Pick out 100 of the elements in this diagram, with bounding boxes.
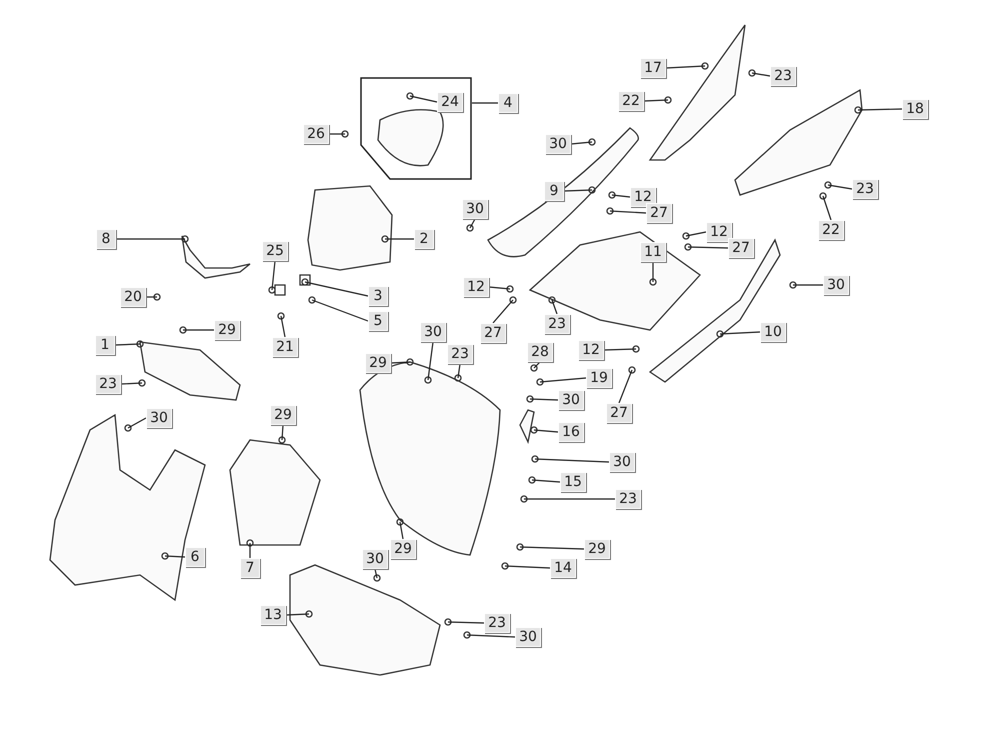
callout-number: 9 bbox=[544, 181, 564, 201]
leader-line bbox=[329, 133, 345, 135]
leader-line bbox=[385, 238, 414, 240]
callout-number: 27 bbox=[646, 203, 672, 223]
callout-number: 12 bbox=[463, 277, 489, 297]
leader-line bbox=[128, 417, 146, 429]
callout-number: 30 bbox=[545, 134, 571, 154]
leader-line bbox=[652, 262, 654, 282]
leader-line bbox=[399, 522, 404, 540]
leader-line bbox=[164, 555, 186, 558]
callout-number: 22 bbox=[818, 220, 844, 240]
callout-number: 29 bbox=[270, 405, 296, 425]
leader-line bbox=[116, 238, 185, 240]
leader-line bbox=[618, 370, 633, 404]
callout-number: 17 bbox=[640, 58, 666, 78]
leader-line bbox=[120, 382, 142, 385]
callout-number: 30 bbox=[558, 390, 584, 410]
callout-number: 30 bbox=[462, 199, 488, 219]
callout-number: 22 bbox=[618, 91, 644, 111]
leader-line bbox=[448, 621, 484, 624]
callout-number: 12 bbox=[578, 340, 604, 360]
leader-line bbox=[720, 331, 760, 335]
leader-line bbox=[146, 296, 157, 298]
callout-number: 23 bbox=[484, 613, 510, 633]
leader-line bbox=[532, 479, 560, 483]
callout-number: 2 bbox=[414, 229, 434, 249]
leader-line bbox=[686, 231, 706, 237]
callout-number: 8 bbox=[96, 229, 116, 249]
leader-line bbox=[410, 95, 438, 103]
callout-number: 29 bbox=[214, 320, 240, 340]
leader-line bbox=[286, 613, 310, 616]
leader-line bbox=[534, 429, 558, 433]
callout-number: 12 bbox=[706, 222, 732, 242]
callout-number: 21 bbox=[272, 337, 298, 357]
leader-line bbox=[858, 108, 902, 111]
callout-number: 18 bbox=[902, 99, 928, 119]
leader-line bbox=[564, 189, 592, 192]
leader-line bbox=[374, 568, 378, 578]
callout-number: 10 bbox=[760, 322, 786, 342]
leader-line bbox=[183, 329, 214, 331]
callout-number: 23 bbox=[770, 66, 796, 86]
callout-number: 25 bbox=[262, 241, 288, 261]
leader-line bbox=[530, 398, 558, 401]
leader-line bbox=[752, 72, 770, 77]
callout-number: 27 bbox=[606, 403, 632, 423]
leader-line bbox=[281, 424, 284, 440]
leader-line bbox=[469, 218, 476, 228]
leader-line bbox=[466, 634, 516, 638]
leader-line bbox=[644, 99, 668, 102]
leader-line bbox=[666, 65, 706, 69]
leader-line bbox=[504, 565, 550, 569]
callout-number: 4 bbox=[498, 93, 518, 113]
leader-line bbox=[312, 299, 368, 322]
callout-number: 26 bbox=[303, 124, 329, 144]
callout-number: 19 bbox=[586, 368, 612, 388]
callout-number: 29 bbox=[584, 539, 610, 559]
leader-line bbox=[488, 286, 510, 290]
callout-number: 30 bbox=[609, 452, 635, 472]
leader-line bbox=[390, 361, 410, 364]
leader-line bbox=[822, 196, 832, 220]
callout-number: 1 bbox=[95, 335, 115, 355]
leader-line bbox=[610, 210, 646, 214]
callout-number: 24 bbox=[437, 92, 463, 112]
leader-line bbox=[249, 543, 251, 558]
leader-line bbox=[612, 194, 630, 198]
leader-line bbox=[828, 184, 852, 190]
callout-number: 3 bbox=[368, 286, 388, 306]
callout-number: 28 bbox=[527, 342, 553, 362]
leader-line bbox=[540, 377, 586, 383]
leader-line bbox=[534, 458, 610, 463]
frame-outline bbox=[360, 77, 472, 180]
leader-line bbox=[604, 348, 636, 351]
callout-number: 16 bbox=[558, 422, 584, 442]
callout-number: 12 bbox=[630, 187, 656, 207]
leader-line bbox=[304, 281, 368, 297]
callout-number: 30 bbox=[146, 408, 172, 428]
callout-number: 27 bbox=[728, 238, 754, 258]
leader-line bbox=[427, 342, 434, 380]
callout-number: 23 bbox=[544, 314, 570, 334]
callout-number: 5 bbox=[368, 311, 388, 331]
callout-number: 27 bbox=[480, 323, 506, 343]
callout-number: 30 bbox=[420, 322, 446, 342]
leader-line bbox=[793, 284, 823, 286]
callout-number: 23 bbox=[852, 179, 878, 199]
leader-line bbox=[472, 102, 498, 104]
callout-number: 14 bbox=[550, 558, 576, 578]
leader-line bbox=[271, 260, 276, 290]
callout-number: 23 bbox=[447, 344, 473, 364]
leader-line bbox=[520, 546, 584, 550]
leader-line bbox=[524, 498, 615, 500]
leader-line bbox=[688, 246, 728, 249]
leader-line bbox=[280, 316, 286, 338]
callout-number: 20 bbox=[120, 287, 146, 307]
callout-number: 6 bbox=[185, 547, 205, 567]
callout-number: 7 bbox=[240, 558, 260, 578]
callout-number: 30 bbox=[362, 549, 388, 569]
leader-line bbox=[570, 141, 592, 145]
callout-number: 30 bbox=[823, 275, 849, 295]
leader-line bbox=[492, 300, 514, 324]
callout-number: 29 bbox=[365, 353, 391, 373]
